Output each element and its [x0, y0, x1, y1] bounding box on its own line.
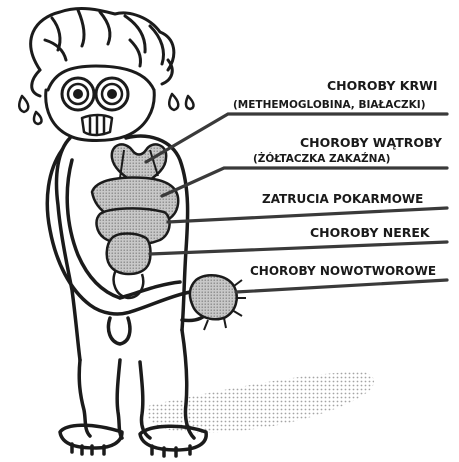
organs	[92, 144, 178, 298]
label-liver-line1: CHOROBY WĄTROBY	[300, 135, 443, 150]
label-blood-line1: CHOROBY KRWI	[327, 78, 438, 93]
label-food: ZATRUCIA POKARMOWE	[262, 192, 423, 206]
eyes	[62, 78, 128, 110]
mouth	[82, 115, 112, 135]
label-blood-line2: (METHEMOGLOBINA, BIAŁACZKI)	[233, 99, 426, 111]
connector-kidney	[150, 242, 447, 254]
label-kidney: CHOROBY NEREK	[310, 225, 431, 240]
connector-cancer	[236, 280, 447, 292]
label-cancer: CHOROBY NOWOTWOROWE	[250, 264, 436, 278]
label-liver-line2: (ŻÓŁTACZKA ZAKAŹNA)	[253, 151, 390, 165]
connector-food	[168, 208, 447, 222]
ground-shadow	[146, 372, 374, 433]
tumor	[190, 275, 246, 330]
kidneys-organ	[107, 234, 151, 275]
